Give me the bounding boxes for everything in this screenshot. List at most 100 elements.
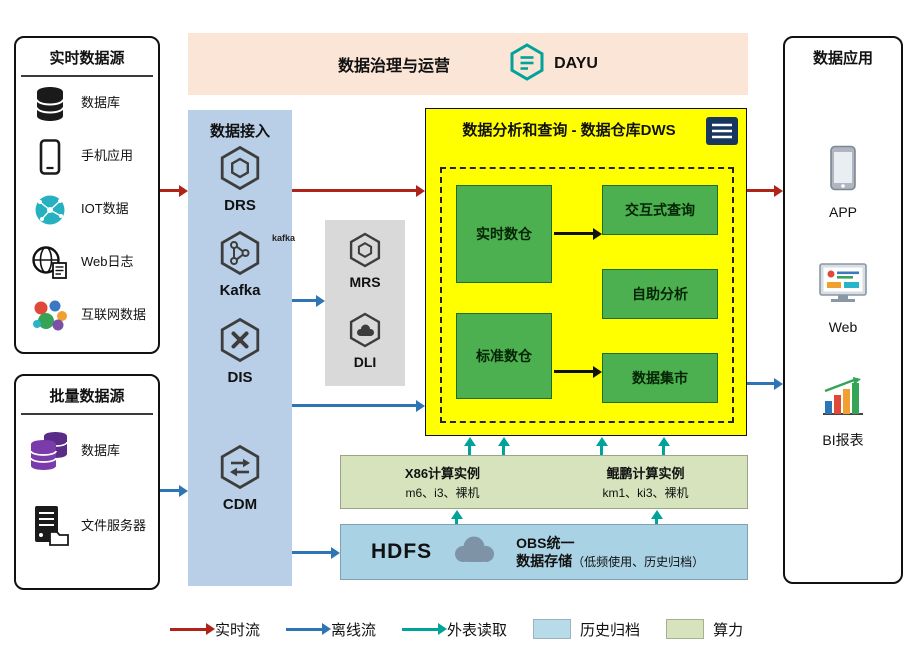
cdm-hexagon-icon (217, 444, 263, 495)
file-server-icon (27, 504, 73, 548)
phone-icon (27, 138, 73, 175)
storage-box: HDFS OBS统一 数据存储（低频使用、历史归档） (340, 524, 748, 580)
legend-label: 实时流 (215, 621, 261, 639)
ingestion-column: 数据接入 DRS kafka (188, 110, 295, 586)
batch-sources-panel: 批量数据源 数据库 (14, 374, 160, 590)
batch-sources-title: 批量数据源 (21, 376, 153, 415)
source-item-mobile-app: 手机应用 (16, 130, 158, 183)
dis-hexagon-icon (217, 317, 263, 368)
compute-x86-subtitle: m6、i3、裸机 (405, 486, 480, 500)
source-item-label: 互联网数据 (81, 307, 147, 323)
app-item-app: APP (829, 145, 857, 220)
compute-kunpeng-title: 鲲鹏计算实例 (606, 466, 685, 481)
arrow-dws-to-applications-realtime (747, 189, 774, 192)
arrow-hdfs-to-compute-1 (455, 518, 458, 524)
app-item-label: BI报表 (822, 432, 864, 448)
app-item-label: APP (828, 204, 857, 220)
source-item-label: Web日志 (81, 254, 134, 270)
report-doc-icon (705, 116, 739, 151)
arrow-standard-to-mart (554, 370, 593, 373)
legend-label: 算力 (713, 621, 744, 639)
arrow-hdfs-to-compute-2 (655, 518, 658, 524)
dws-title: 数据分析和查询 - 数据仓库DWS (462, 122, 676, 139)
governance-bar: 数据治理与运营 DAYU (188, 33, 748, 95)
dayu-brand: DAYU (508, 42, 598, 86)
legend-item-external-read: 外表读取 (402, 619, 507, 640)
legend-label: 离线流 (331, 621, 377, 639)
arrow-dws-to-applications-offline (747, 382, 774, 385)
source-item-file-server: 文件服务器 (16, 487, 158, 565)
arrow-compute-to-dws-4 (662, 445, 665, 455)
database-icon (27, 85, 73, 123)
internet-data-icon (27, 299, 73, 333)
compute-kunpeng: 鲲鹏计算实例 km1、ki3、裸机 (544, 456, 747, 508)
module-interactive-query: 交互式查询 (602, 185, 718, 235)
realtime-flow-arrow-icon (170, 627, 206, 631)
module-standard-warehouse: 标准数仓 (456, 313, 552, 399)
compute-instances-box: X86计算实例 m6、i3、裸机 鲲鹏计算实例 km1、ki3、裸机 (340, 455, 748, 509)
obs-title-line1: OBS统一 (516, 534, 575, 551)
arrow-realtime-sources-to-ingestion (160, 189, 179, 192)
legend-label: 外表读取 (447, 621, 508, 639)
obs-title-line2: 数据存储 (516, 552, 573, 569)
app-item-bi-report: BI报表 (820, 377, 866, 450)
source-item-batch-database: 数据库 (16, 415, 158, 487)
dayu-hexagon-icon (508, 42, 546, 86)
source-item-label: 数据库 (81, 95, 121, 111)
mrs-hexagon-icon (347, 232, 383, 273)
history-archive-swatch (533, 619, 572, 639)
obs-text: OBS统一 数据存储（低频使用、历史归档） (516, 534, 704, 571)
bi-report-icon (820, 377, 866, 422)
legend-item-compute-power: 算力 (666, 619, 743, 640)
obs-cloud-icon (448, 533, 500, 572)
compute-kunpeng-subtitle: km1、ki3、裸机 (602, 486, 689, 500)
legend-label: 历史归档 (580, 621, 641, 639)
legend-item-history-archive: 历史归档 (533, 619, 640, 640)
ingestion-item-dis: DIS (217, 317, 263, 386)
applications-panel: 数据应用 APP (783, 36, 903, 584)
drs-hexagon-icon (217, 145, 263, 196)
arrow-ingestion-to-dws-offline (292, 404, 416, 407)
web-log-icon (27, 245, 73, 281)
database-purple-icon (27, 430, 73, 472)
processing-item-label: MRS (349, 274, 381, 290)
arrow-compute-to-dws-3 (600, 445, 603, 455)
module-self-service-analysis: 自助分析 (602, 269, 718, 319)
ingestion-item-label: CDM (222, 496, 258, 513)
app-item-web: Web (818, 262, 868, 335)
processing-item-dli: DLI (347, 312, 383, 370)
source-item-internet-data: 互联网数据 (16, 289, 158, 342)
source-item-label: 数据库 (81, 442, 121, 458)
arrow-compute-to-dws-2 (502, 445, 505, 455)
arrow-batch-sources-to-ingestion (160, 489, 179, 492)
iot-icon (27, 192, 73, 228)
hdfs-label: HDFS (371, 540, 433, 563)
source-item-database: 数据库 (16, 77, 158, 130)
source-item-label: IOT数据 (81, 201, 129, 217)
ingestion-item-drs: DRS (217, 145, 263, 214)
arrow-ingestion-to-dws-realtime (292, 189, 416, 192)
arrow-cdm-to-hdfs (292, 551, 331, 554)
source-item-web-log: Web日志 (16, 236, 158, 289)
ingestion-item-label: DIS (227, 369, 253, 386)
dws-box: 数据分析和查询 - 数据仓库DWS 实时数仓 标准数仓 交互式查询 自助分析 数… (425, 108, 747, 436)
processing-box: MRS DLI (325, 220, 405, 386)
external-read-arrow-icon (402, 627, 439, 631)
dayu-label: DAYU (554, 55, 598, 72)
source-item-label: 文件服务器 (81, 517, 147, 533)
governance-title: 数据治理与运营 (338, 58, 451, 75)
source-item-label: 手机应用 (81, 148, 134, 164)
obs-note: （低频使用、历史归档） (572, 554, 705, 569)
ingestion-item-label: Kafka (219, 282, 261, 299)
arrow-realtime-to-query (554, 232, 593, 235)
processing-item-mrs: MRS (347, 232, 383, 290)
ingestion-item-cdm: CDM (217, 444, 263, 513)
legend-item-offline-flow: 离线流 (286, 619, 376, 640)
kafka-hexagon-icon: kafka (217, 230, 295, 281)
processing-item-label: DLI (353, 354, 377, 370)
web-monitor-icon (818, 262, 868, 311)
compute-x86-title: X86计算实例 (404, 466, 481, 481)
ingestion-item-label: DRS (224, 197, 256, 214)
app-item-label: Web (828, 319, 858, 335)
